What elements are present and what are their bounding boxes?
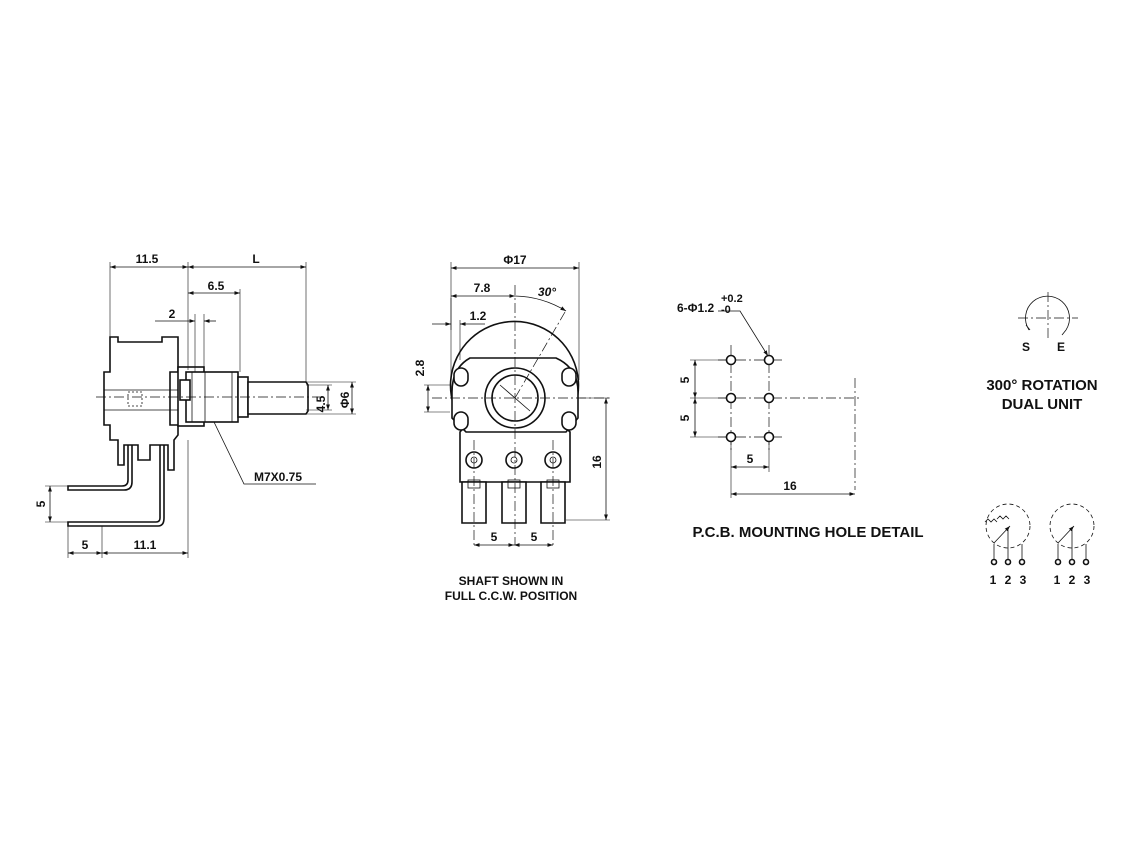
dim-6-5: 6.5 (208, 279, 225, 293)
hole-spec: 6-Φ1.2 (677, 301, 715, 315)
tolerance-plus: +0.2 (721, 293, 743, 305)
unit-1-pin-1: 1 (990, 573, 997, 587)
rotation-diagram: S E 300° ROTATION DUAL UNIT (986, 292, 1098, 413)
side-body (103, 336, 179, 471)
dim-2-8: 2.8 (413, 359, 427, 376)
dim-5-middle: 5 (678, 414, 692, 421)
rotation-line-1: 300° ROTATION (986, 377, 1097, 394)
dim-11-5: 11.5 (136, 252, 159, 266)
dim-4-5: 4.5 (314, 395, 328, 412)
dim-5-horizontal: 5 (82, 538, 89, 552)
dim-5-horizontal: 5 (747, 452, 754, 466)
rotation-line-2: DUAL UNIT (1002, 396, 1083, 413)
dim-11-1: 11.1 (134, 538, 157, 552)
dim-16: 16 (590, 455, 604, 469)
unit-2-pin-1: 1 (1054, 573, 1061, 587)
dim-1-2: 1.2 (470, 309, 487, 323)
unit-2-pin-3: 3 (1084, 573, 1091, 587)
dim-5-top: 5 (678, 376, 692, 383)
rotation-arc (1025, 295, 1070, 331)
side-view: 11.5 L 6.5 2 4.5 Φ6 M7X0.75 5 5 11.1 (34, 252, 356, 558)
dim-phi6: Φ6 (338, 391, 352, 408)
front-terminals (461, 451, 566, 524)
dim-L: L (252, 252, 259, 266)
caption-line-1: SHAFT SHOWN IN (459, 574, 564, 588)
label-e: E (1057, 340, 1065, 354)
dim-30-deg: 30° (538, 285, 556, 299)
pcb-detail: 6-Φ1.2 +0.2 -0 5 5 5 16 P.C.B. MOUNTING … (677, 293, 924, 541)
schematic-unit-1: 1 2 3 (984, 503, 1031, 587)
side-shaft (247, 381, 309, 415)
dim-phi17: Φ17 (503, 253, 527, 267)
unit-2-pin-2: 2 (1069, 573, 1076, 587)
label-s: S (1022, 340, 1030, 354)
tolerance-minus: -0 (721, 304, 731, 316)
dim-5-right: 5 (531, 530, 538, 544)
unit-1-pin-2: 2 (1005, 573, 1012, 587)
pcb-holes (725, 354, 775, 443)
schematic-unit-2: 1 2 3 (1049, 503, 1095, 587)
dim-7-8: 7.8 (474, 281, 491, 295)
caption-line-2: FULL C.C.W. POSITION (445, 589, 577, 603)
unit-1-pin-3: 3 (1020, 573, 1027, 587)
dim-5-vertical: 5 (34, 500, 48, 507)
side-pin-upper (67, 445, 133, 491)
dim-5-left: 5 (491, 530, 498, 544)
pcb-caption: P.C.B. MOUNTING HOLE DETAIL (692, 524, 923, 541)
front-view: Φ17 7.8 30° 1.2 2.8 16 5 5 SHAFT SHOWN I… (413, 253, 610, 603)
dim-2: 2 (169, 307, 176, 321)
side-pin-lower (67, 445, 165, 527)
dim-16: 16 (783, 479, 797, 493)
thread-spec: M7X0.75 (254, 470, 302, 484)
